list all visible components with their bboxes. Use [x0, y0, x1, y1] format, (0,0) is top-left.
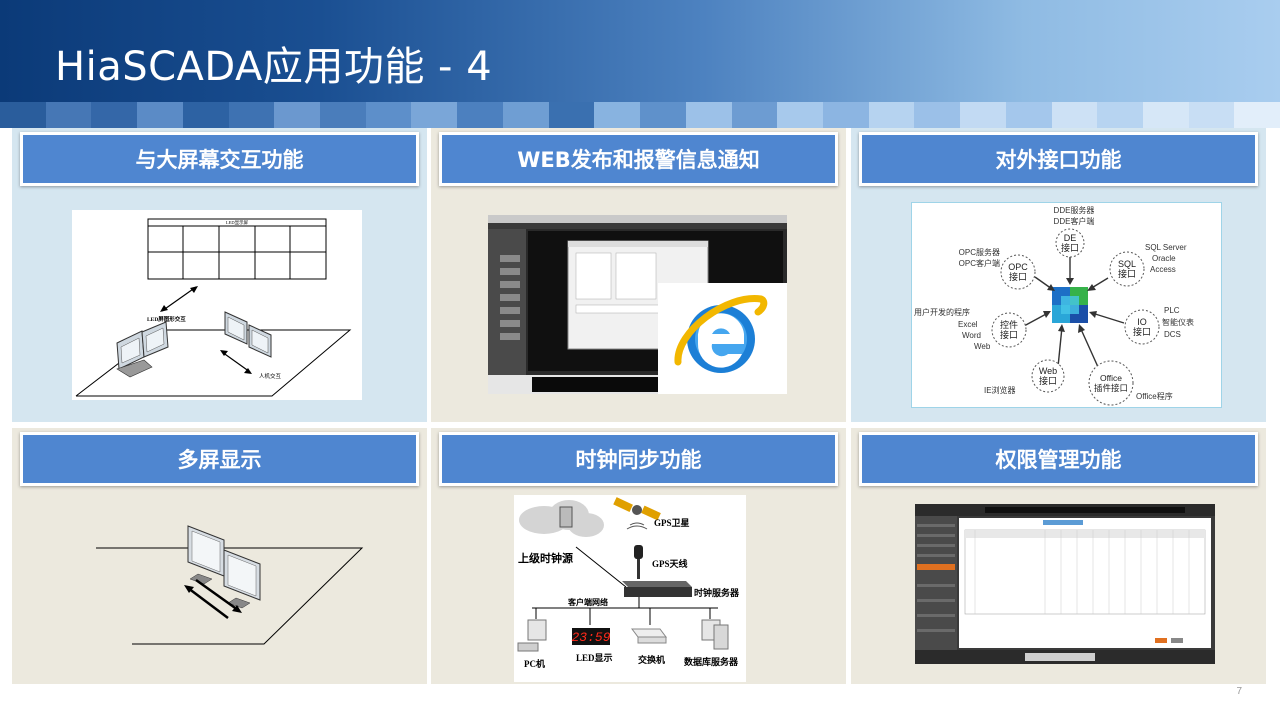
big-screen-diagram: LED显示屏 LED屏图形交互 人机交互 — [72, 210, 362, 400]
right-monitor-icon — [224, 311, 272, 358]
clock-sync-diagram: 上级时钟源 GPS卫星 GPS天线 时钟服务器 客户端网络 — [514, 495, 746, 682]
multi-screen-diagram — [92, 514, 372, 674]
center-cubes-icon — [1052, 287, 1088, 323]
slide-header: HiaSCADA应用功能 - 4 — [0, 0, 1280, 102]
ie-logo-icon — [674, 295, 768, 373]
panel-heading: 对外接口功能 — [859, 132, 1258, 186]
led-screen-label: LED显示屏 — [226, 220, 249, 226]
page-number: 7 — [1236, 686, 1242, 697]
panel-heading: 与大屏幕交互功能 — [20, 132, 419, 186]
upstream-source-label: 上级时钟源 — [518, 551, 573, 565]
panel-web-publishing: WEB发布和报警信息通知 — [431, 128, 846, 422]
panel-heading: 多屏显示 — [20, 432, 419, 486]
web-services-label: IE浏览器 — [984, 385, 1016, 395]
panel-heading: 时钟同步功能 — [439, 432, 838, 486]
slide-title: HiaSCADA应用功能 - 4 — [55, 44, 493, 90]
gps-antenna-label: GPS天线 — [652, 558, 688, 569]
hmi-label: 人机交互 — [259, 372, 282, 380]
gps-antenna-icon — [634, 545, 643, 579]
led-time-readout: 23:59 — [571, 630, 610, 645]
panel-heading: 权限管理功能 — [859, 432, 1258, 486]
web-screenshot — [488, 215, 787, 394]
left-monitor-icon — [116, 321, 169, 378]
time-server-icon — [622, 581, 692, 597]
database-server-label: 数据库服务器 — [684, 656, 739, 667]
monitor-icon — [187, 525, 261, 609]
gps-satellite-label: GPS卫星 — [654, 518, 690, 528]
gps-satellite-icon — [613, 497, 661, 521]
panel-permission-management: 权限管理功能 — [851, 428, 1266, 684]
office-services-label: Office程序 — [1136, 391, 1173, 401]
led-display-label: LED显示 — [576, 653, 613, 663]
led-display-icon — [572, 628, 610, 645]
control-node-label: 控件接口 — [1000, 319, 1018, 340]
client-network-label: 客户端网络 — [567, 597, 608, 607]
panel-heading: WEB发布和报警信息通知 — [439, 132, 838, 186]
panel-big-screen-interaction: 与大屏幕交互功能 LED显示屏 LED屏图形交互 — [12, 128, 427, 422]
panel-clock-sync: 时钟同步功能 上级时钟源 GPS卫星 GPS天线 — [431, 428, 846, 684]
switch-label: 交换机 — [638, 654, 665, 665]
header-mosaic-strip — [0, 102, 1280, 128]
led-interaction-label: LED屏图形交互 — [147, 315, 186, 323]
database-server-icon — [701, 619, 729, 650]
panel-multi-screen: 多屏显示 — [12, 428, 427, 684]
time-server-label: 时钟服务器 — [694, 587, 740, 598]
pc-label: PC机 — [524, 658, 545, 669]
switch-icon — [631, 628, 667, 644]
permission-screenshot — [915, 504, 1215, 664]
pc-icon — [517, 619, 547, 652]
